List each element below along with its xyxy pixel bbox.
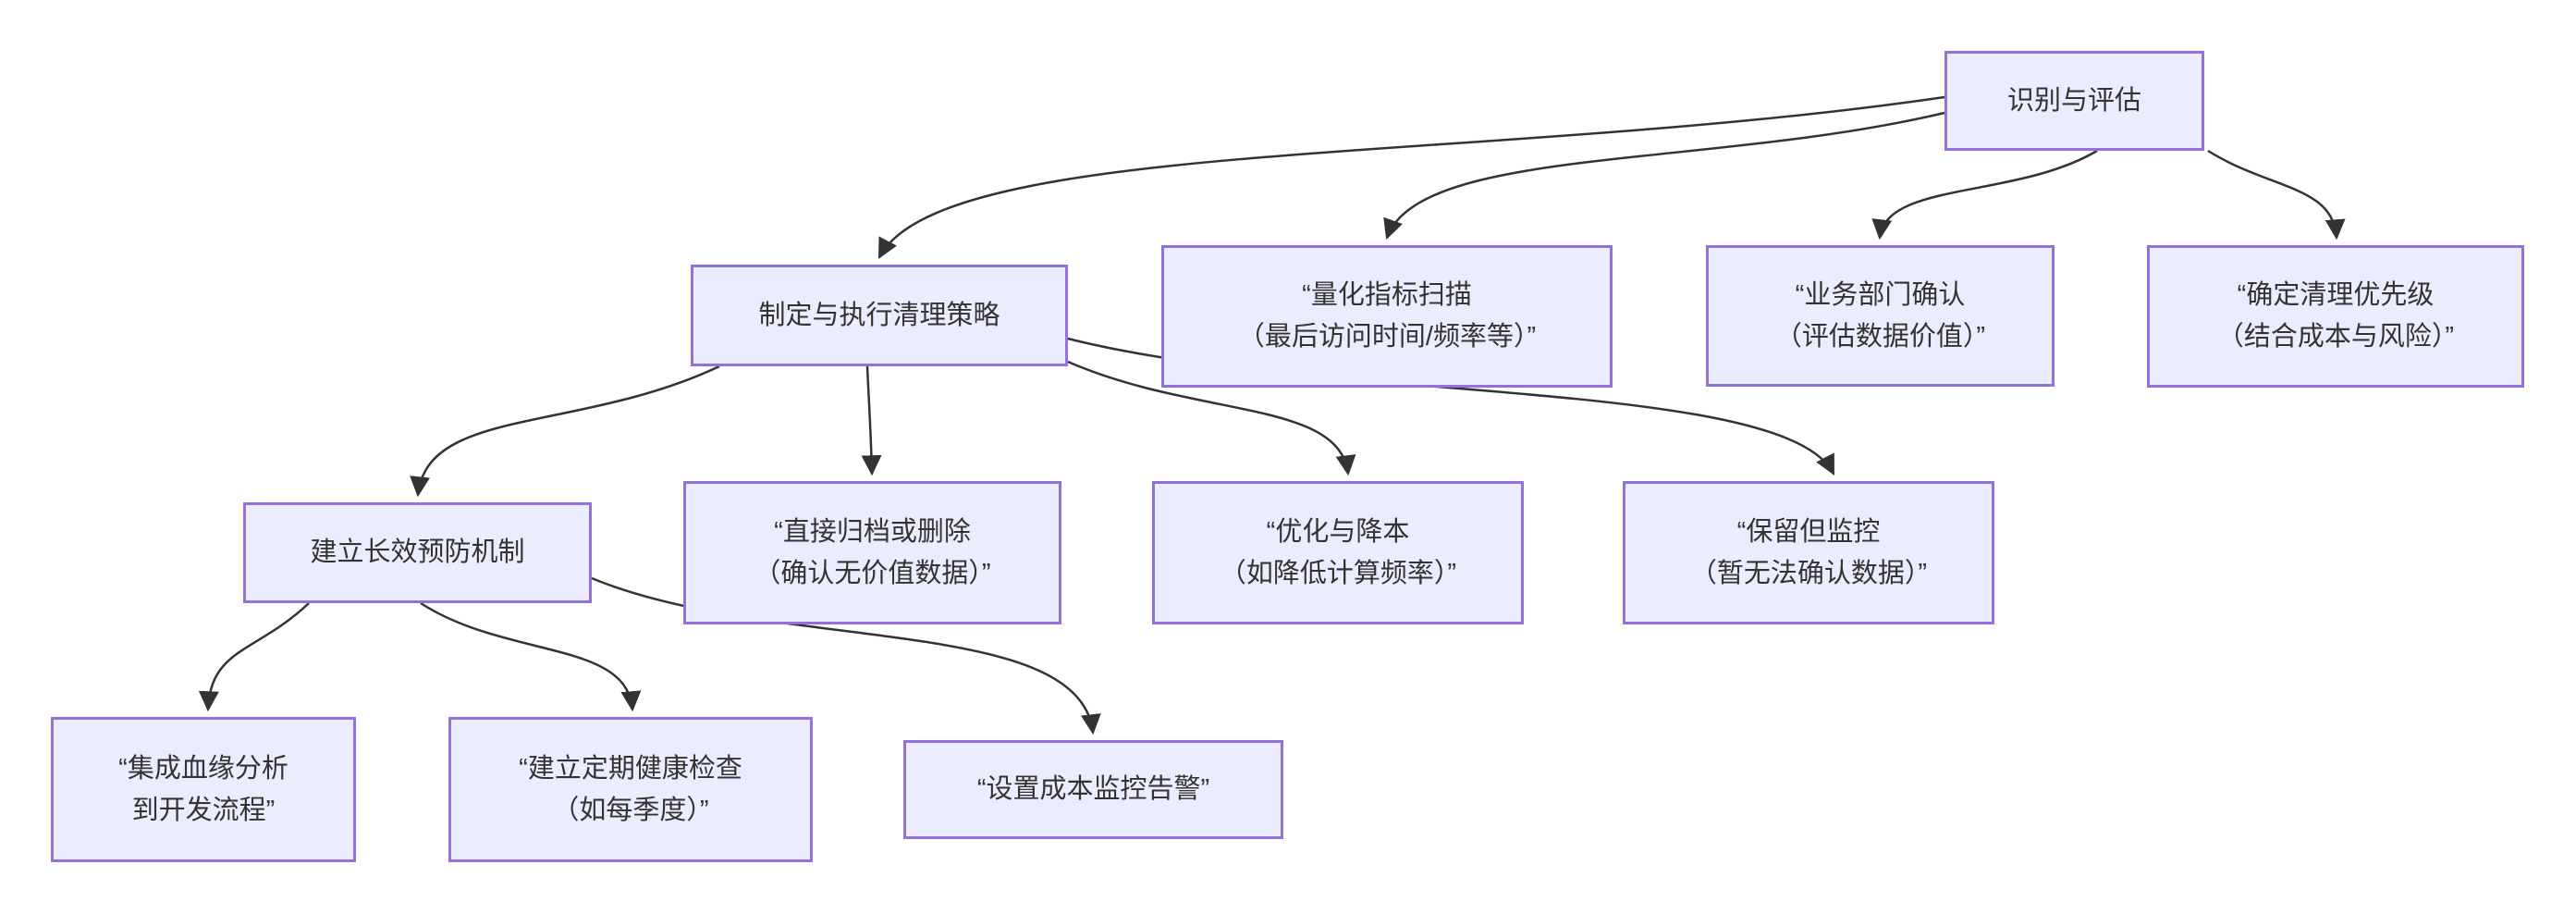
node-label: 识别与评估 <box>2006 85 2141 116</box>
node-cleanup-priority: “确定清理优先级 （结合成本与风险）” <box>2147 245 2524 388</box>
node-label: “保留但监控 （暂无法确认数据）” <box>1689 516 1928 588</box>
edge-prevention-to-lineage <box>198 602 310 712</box>
node-lineage-analysis: “集成血缘分析 到开发流程” <box>51 717 356 862</box>
node-archive-delete: “直接归档或删除 （确认无价值数据）” <box>683 481 1061 624</box>
edge-identify-to-priority <box>2207 149 2346 241</box>
node-identify-evaluate: 识别与评估 <box>1944 51 2204 151</box>
node-label: “量化指标扫描 （最后访问时间/频率等）” <box>1237 280 1537 352</box>
node-cleanup-strategy: 制定与执行清理策略 <box>691 265 1068 366</box>
edge-identify-to-scan <box>1383 111 1945 241</box>
node-health-check: “建立定期健康检查 （如每季度）” <box>448 717 813 862</box>
node-retain-monitor: “保留但监控 （暂无法确认数据）” <box>1623 481 1994 624</box>
edge-identify-to-strategy <box>877 95 1945 259</box>
node-label: “业务部门确认 （评估数据价值）” <box>1774 279 1986 352</box>
node-metric-scan: “量化指标扫描 （最后访问时间/频率等）” <box>1161 245 1613 388</box>
node-label: “直接归档或删除 （确认无价值数据）” <box>754 516 991 588</box>
edge-prevention-to-health <box>420 601 642 712</box>
node-label: “优化与降本 （如降低计算频率）” <box>1219 516 1457 588</box>
node-optimize-cost: “优化与降本 （如降低计算频率）” <box>1152 481 1524 624</box>
node-cost-alert: “设置成本监控告警” <box>903 740 1283 839</box>
edge-identify-to-confirm <box>1871 149 2098 241</box>
node-label: “设置成本监控告警” <box>976 774 1210 805</box>
node-label: 制定与执行清理策略 <box>758 300 1000 330</box>
node-label: “确定清理优先级 （结合成本与风险）” <box>2216 280 2455 352</box>
edge-strategy-to-prevention <box>410 364 720 498</box>
edge-strategy-to-optimize <box>1067 360 1356 476</box>
node-business-confirm: “业务部门确认 （评估数据价值）” <box>1706 245 2055 387</box>
edge-strategy-to-archive <box>861 365 882 476</box>
node-label: 建立长效预防机制 <box>310 537 525 568</box>
node-prevention-mechanism: 建立长效预防机制 <box>243 502 592 603</box>
node-label: “集成血缘分析 到开发流程” <box>118 753 288 825</box>
edge-prevention-to-alert <box>591 576 1101 735</box>
node-label: “建立定期健康检查 （如每季度）” <box>519 753 742 825</box>
